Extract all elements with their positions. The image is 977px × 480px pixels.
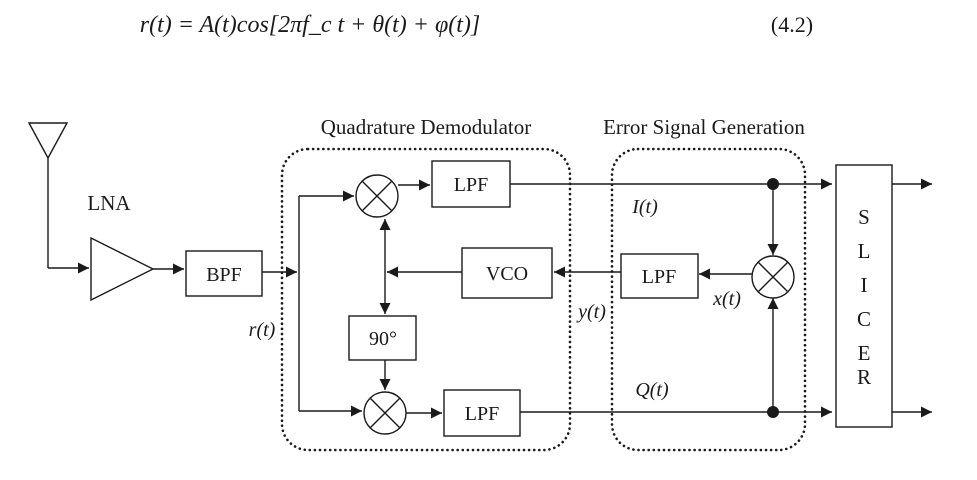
slicer-block: [835, 164, 893, 428]
quadrature-demodulator-title: Quadrature Demodulator: [321, 115, 532, 139]
lpf-error-label: LPF: [642, 266, 676, 288]
y-signal-label: y(t): [576, 301, 606, 323]
quadrature-demodulator-group: [280, 147, 572, 452]
equation-text: r(t) = A(t)cos[2πf_c t + θ(t) + φ(t)]: [140, 12, 481, 38]
lpf-i-label: LPF: [454, 174, 488, 196]
slicer-letter-c: C: [857, 307, 871, 331]
slicer-letter-l: L: [858, 239, 871, 263]
vco-label: VCO: [486, 263, 528, 285]
slicer-letter-e: E: [858, 341, 871, 365]
lna-label: LNA: [87, 191, 131, 215]
antenna-icon: [27, 122, 69, 160]
error-mixer-icon: [751, 255, 795, 299]
error-signal-generation-title: Error Signal Generation: [603, 115, 805, 139]
phase-shift-label: 90°: [369, 328, 397, 350]
lpf-i-block: [431, 160, 511, 208]
lpf-error-block: [620, 253, 699, 299]
bpf-label: BPF: [206, 264, 242, 286]
error-signal-generation-group: [610, 147, 807, 452]
lpf-q-label: LPF: [465, 403, 499, 425]
q-signal-label: Q(t): [635, 379, 669, 401]
i-mixer-icon: [355, 174, 399, 218]
slicer-letter-i: I: [861, 273, 868, 297]
q-mixer-icon: [363, 391, 407, 435]
slicer-letter-s: S: [858, 205, 870, 229]
slicer-letter-r: R: [857, 365, 871, 389]
lna-amplifier: [90, 236, 155, 302]
bpf-block: [185, 250, 263, 297]
phase-shift-block: [348, 315, 417, 361]
i-signal-label: I(t): [631, 196, 658, 218]
lpf-q-block: [443, 389, 521, 437]
equation-number: (4.2): [771, 12, 813, 37]
r-signal-label: r(t): [249, 319, 276, 341]
vco-block: [461, 247, 553, 299]
x-signal-label: x(t): [712, 288, 741, 310]
